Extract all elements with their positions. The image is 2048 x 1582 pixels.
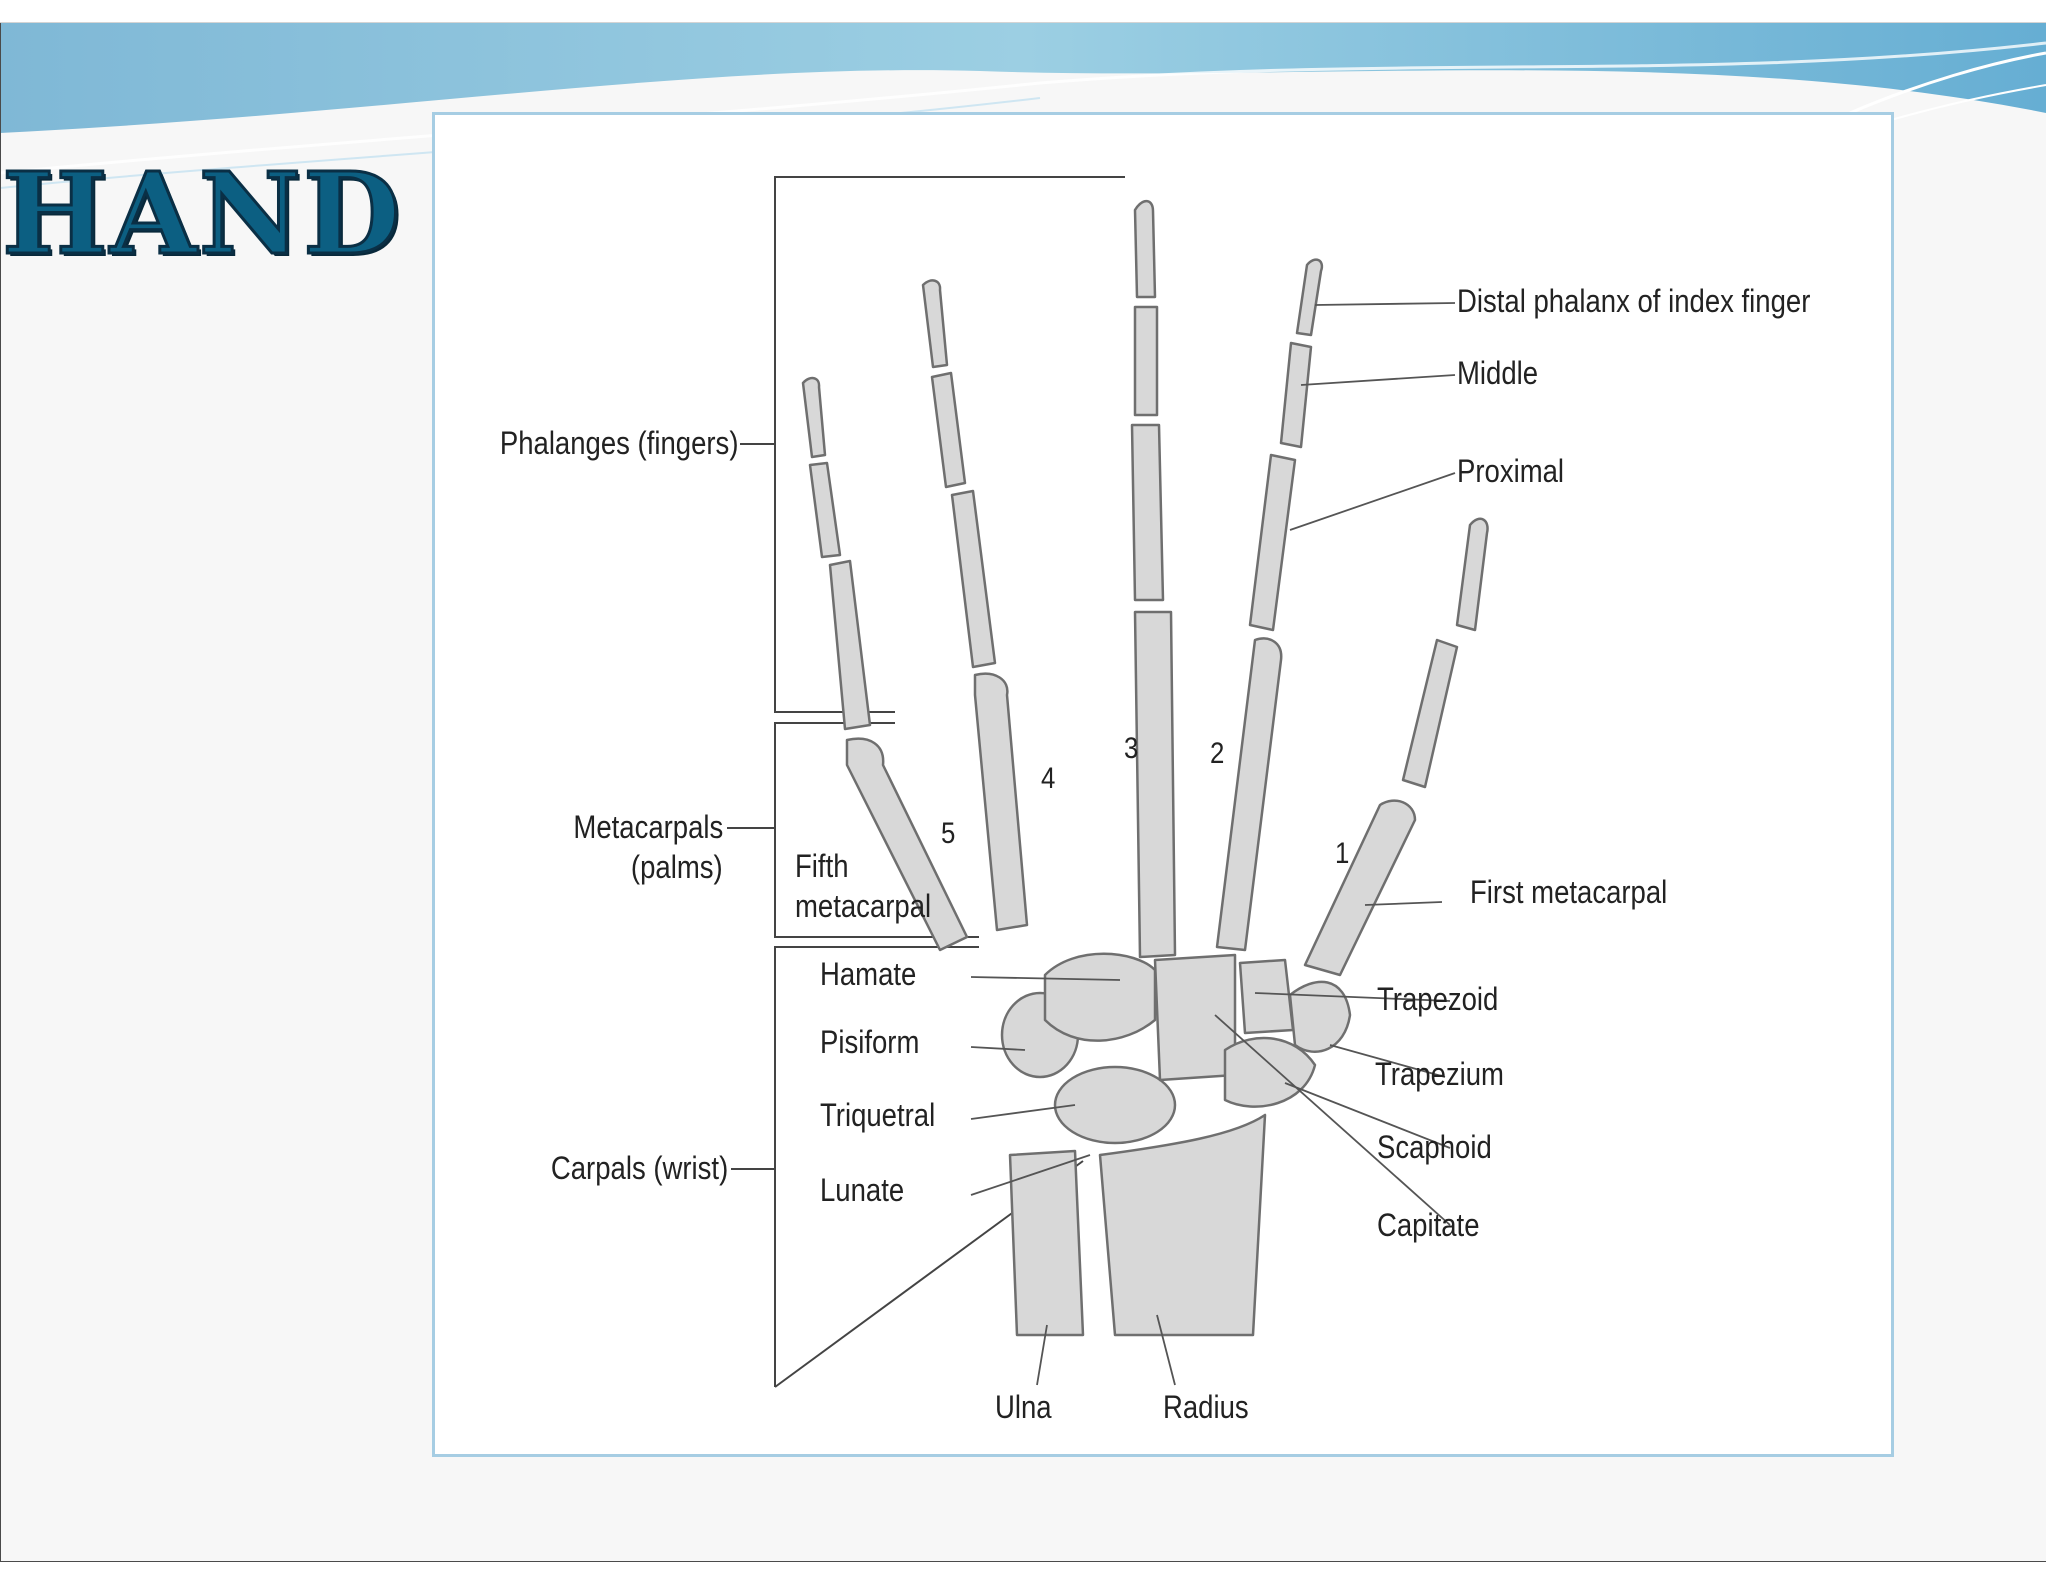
label-trapezium: Trapezium — [1375, 1056, 1504, 1092]
label-first-metacarpal: First metacarpal — [1470, 874, 1668, 910]
label-metacarpals: Metacarpals — [573, 809, 723, 845]
digit-number-1: 1 — [1335, 837, 1350, 870]
trapezium-bone — [1288, 980, 1352, 1053]
label-proximal: Proximal — [1457, 453, 1565, 489]
radius-bone — [1098, 1113, 1267, 1337]
carpals-bracket — [774, 946, 979, 1387]
label-fifth-metacarpal-line1: Fifth — [795, 848, 849, 884]
ulna-bone — [1008, 1149, 1085, 1337]
label-hamate: Hamate — [820, 956, 917, 992]
label-distal-phalanx: Distal phalanx of index finger — [1457, 283, 1811, 319]
label-carpals: Carpals (wrist) — [550, 1150, 728, 1186]
metacarpal-2 — [1215, 637, 1283, 952]
hand-skeleton-illustration — [727, 176, 1489, 1388]
slide-title: HAND — [0, 149, 403, 280]
label-scaphoid: Scaphoid — [1377, 1129, 1492, 1165]
metacarpal-1 — [1303, 799, 1417, 977]
label-lunate: Lunate — [820, 1172, 905, 1208]
lunate-bone — [1053, 1065, 1177, 1145]
label-pisiform: Pisiform — [820, 1024, 920, 1060]
metacarpal-3 — [1133, 610, 1177, 959]
hand-anatomy-figure: Phalanges (fingers) Metacarpals (palms) … — [432, 112, 1894, 1457]
label-capitate: Capitate — [1377, 1207, 1480, 1243]
trapezoid-bone — [1238, 958, 1295, 1035]
label-triquetral: Triquetral — [820, 1097, 936, 1133]
slide: HAND — [0, 22, 2046, 1562]
label-middle: Middle — [1457, 355, 1539, 391]
digit-number-3: 3 — [1124, 732, 1139, 765]
hamate-bone — [1043, 952, 1157, 1042]
metacarpal-4 — [973, 672, 1029, 932]
digit-number-5: 5 — [941, 817, 956, 850]
digit-number-2: 2 — [1210, 737, 1225, 770]
label-trapezoid: Trapezoid — [1377, 981, 1499, 1017]
label-radius: Radius — [1163, 1389, 1249, 1425]
metacarpals-bracket — [774, 722, 979, 938]
metacarpal-5 — [845, 737, 969, 952]
scaphoid-bone — [1223, 1036, 1317, 1108]
label-fifth-metacarpal-line2: metacarpal — [795, 888, 932, 924]
label-ulna: Ulna — [995, 1389, 1052, 1425]
capitate-bone — [1153, 953, 1237, 1082]
label-phalanges: Phalanges (fingers) — [499, 425, 738, 461]
digit-number-4: 4 — [1041, 762, 1056, 795]
label-metacarpals-sub: (palms) — [631, 849, 723, 885]
